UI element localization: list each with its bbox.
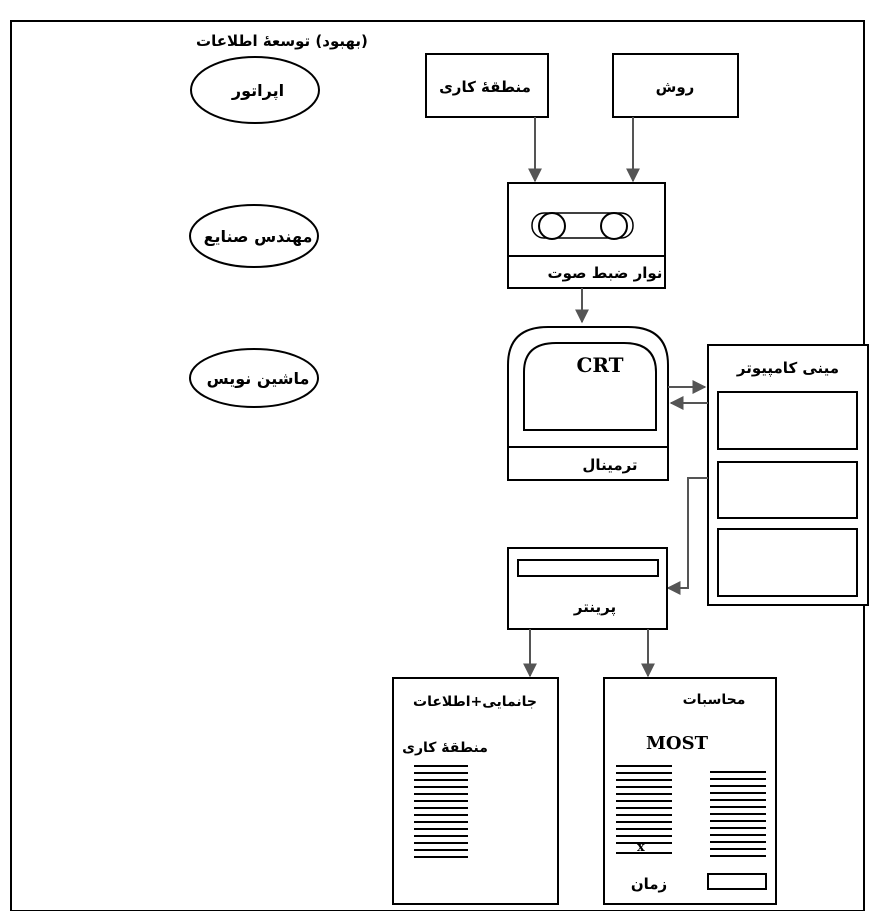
calc-doc-title: محاسبات xyxy=(683,692,746,708)
calc-doc-x-mark: x xyxy=(637,840,645,855)
minicomputer-slot-2 xyxy=(717,461,858,519)
layout-document: جانمایی+اطلاعات منطقهٔ کاری xyxy=(392,677,559,905)
industrial-engineer-label: مهندس صنایع xyxy=(204,227,313,246)
layout-doc-subtitle: منطقهٔ کاری xyxy=(402,740,488,756)
terminal-box: CRT ترمینال xyxy=(507,326,669,481)
tape-recorder-box: نوار ضبط صوت xyxy=(507,182,666,289)
typist-node: ماشین نویس xyxy=(189,348,319,408)
calc-document: محاسبات MOST x زمان xyxy=(603,677,777,905)
diagram-title: (بهبود) توسعهٔ اطلاعات xyxy=(196,32,368,50)
printer-box: پرینتر xyxy=(507,547,668,630)
calc-doc-most: MOST xyxy=(646,733,709,754)
work-area-box: منطقهٔ کاری xyxy=(425,53,549,118)
minicomputer-slot-3 xyxy=(717,528,858,597)
arrow-minicomputer-to-printer xyxy=(666,477,708,595)
layout-doc-title: جانمایی+اطلاعات xyxy=(413,694,537,710)
operator-node: اپراتور xyxy=(190,56,320,124)
crt-screen-icon xyxy=(523,342,657,431)
tape-reel-right-icon xyxy=(600,212,628,240)
printer-label: پرینتر xyxy=(573,598,616,617)
printer-slot-icon xyxy=(517,559,659,577)
layout-doc-text-lines xyxy=(414,765,468,858)
operator-label: اپراتور xyxy=(231,81,284,101)
calc-doc-time-box xyxy=(707,873,767,890)
minicomputer-label: مینی کامپیوتر xyxy=(736,359,839,378)
crt-label: CRT xyxy=(576,353,623,377)
calc-doc-left-lines xyxy=(616,765,672,854)
calc-doc-time-label: زمان xyxy=(631,875,667,893)
method-label: روش xyxy=(656,78,695,96)
tape-reel-left-icon xyxy=(538,212,566,240)
industrial-engineer-node: مهندس صنایع xyxy=(189,204,319,268)
terminal-label: ترمینال xyxy=(582,456,637,474)
minicomputer-box: مینی کامپیوتر xyxy=(707,344,869,606)
method-box: روش xyxy=(612,53,739,118)
work-area-label: منطقهٔ کاری xyxy=(439,78,531,96)
minicomputer-slot-1 xyxy=(717,391,858,450)
tape-recorder-label: نوار ضبط صوت xyxy=(548,264,663,282)
typist-label: ماشین نویس xyxy=(207,369,310,388)
calc-doc-right-lines xyxy=(710,771,766,857)
